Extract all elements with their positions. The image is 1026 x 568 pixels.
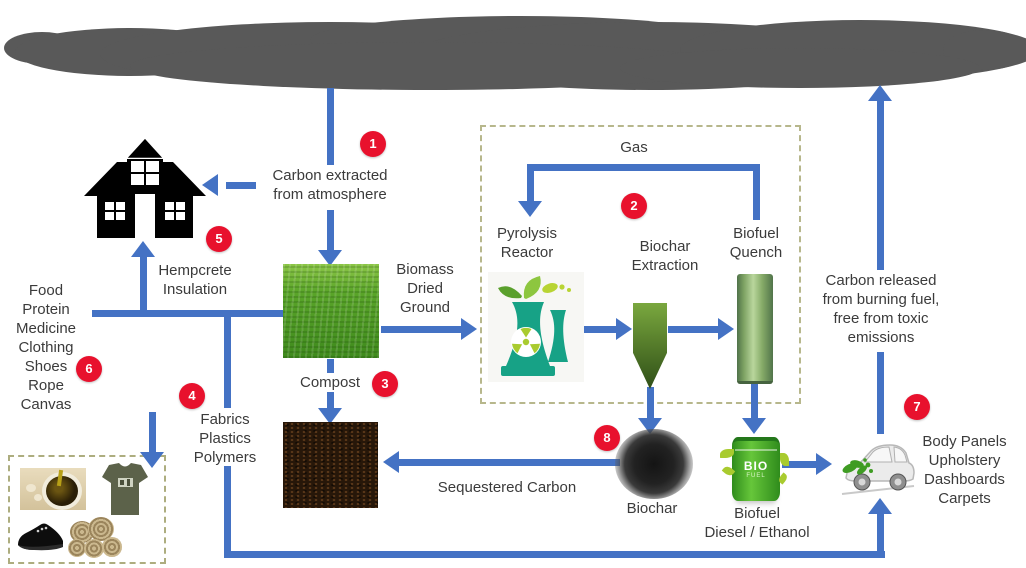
label-hemp-products: Food Protein Medicine Clothing Shoes Rop… [15,282,77,413]
arrow-funnel-to-cylinder-line [668,326,718,333]
leaf-icon [720,449,734,458]
arrow-car-to-cloud-head [868,85,892,101]
arrow-reactor-to-funnel-head [616,318,632,340]
arrow-cloud-to-field-line1 [327,88,334,165]
arrow-reactor-to-funnel-line [584,326,616,333]
label-biochar-extraction: Biochar Extraction [631,238,699,274]
arrow-canvas-down-head [140,452,164,468]
loop-to-car-head [868,498,892,514]
arrow-compost-line2 [327,392,334,408]
label-sequestered-carbon: Sequestered Carbon [437,479,577,496]
step-badge-6: 6 [76,356,102,382]
arrow-car-to-cloud-line1 [877,100,884,270]
step-badge-5: 5 [206,226,232,252]
arrow-barrel-to-car-head [816,453,832,475]
label-biomass-dried-ground: Biomass Dried Ground [396,261,454,316]
loop-bottom-horizontal [224,551,885,558]
gas-loop-group-box [480,125,801,404]
label-carbon-released: Carbon released from burning fuel, free … [804,271,958,347]
line-fabrics-branch-upper [224,310,231,408]
arrow-cylinder-to-barrel-head [742,418,766,434]
arrow-canvas-down-line [149,412,156,452]
step-badge-4: 4 [179,383,205,409]
arrow-field-to-reactor-head [461,318,477,340]
hemp-field-photo [283,264,379,358]
gas-loop-horizontal [527,164,760,171]
biofuel-barrel-subtext: FUEL [746,473,766,479]
gas-loop-head [518,201,542,217]
label-compost: Compost [299,374,361,391]
hemp-shoe-photo [16,519,66,558]
label-biofuel-diesel-ethanol: Biofuel Diesel / Ethanol [704,505,810,541]
pyrolysis-reactor-icon [488,272,584,382]
atmosphere-cloud-icon [0,6,1026,92]
biofuel-quench-cylinder-icon [737,274,773,384]
leaf-icon [780,453,789,466]
step-badge-1: 1 [360,131,386,157]
hemp-products-group-box [8,455,166,564]
hemp-oil-photo [20,468,86,510]
arrow-hempcrete-up-head [131,241,155,257]
step-badge-3: 3 [372,371,398,397]
soil-compost-photo [283,422,378,508]
arrow-funnel-to-cylinder-head [718,318,734,340]
biofuel-barrel-icon: BIO FUEL [720,437,789,501]
step-badge-8: 8 [594,425,620,451]
label-gas: Gas [620,139,648,156]
arrow-to-house-line [226,182,256,189]
arrow-cloud-to-field-line2 [327,210,334,250]
label-carbon-extracted: Carbon extracted from atmosphere [272,167,388,203]
arrow-cylinder-to-barrel-line [751,384,758,418]
arrow-compost-line1 [327,359,334,373]
label-biofuel-quench: Biofuel Quench [729,225,783,261]
hemp-tshirt-photo [101,463,149,522]
biochar-photo [615,429,693,499]
arrow-compost-head [318,408,342,424]
arrow-funnel-to-biochar-line [647,387,654,418]
step-badge-7: 7 [904,394,930,420]
hemp-rope-photo [68,517,124,559]
arrow-barrel-to-car-line [782,461,816,468]
gas-loop-left-vertical [527,171,534,201]
arrow-cloud-to-field-head [318,250,342,266]
arrow-field-to-reactor-line [381,326,461,333]
label-hempcrete-insulation: Hempcrete Insulation [158,262,232,298]
line-field-to-products [92,310,287,317]
arrow-to-house-head [202,174,218,196]
loop-fabrics-vertical-lower [224,466,231,558]
arrow-car-to-cloud-line2 [877,352,884,434]
house-icon [84,132,206,247]
arrow-sequestered-head [383,451,399,473]
arrow-hempcrete-up-line [140,256,147,313]
label-car-products: Body Panels Upholstery Dashboards Carpet… [922,433,1007,507]
loop-right-vertical [877,514,884,558]
arrow-sequestered-line [399,459,620,466]
gas-loop-right-vertical [753,171,760,220]
car-icon [840,434,916,505]
biofuel-barrel-text: BIO [743,459,769,473]
label-biochar: Biochar [626,500,678,517]
label-fabrics-plastics-polymers: Fabrics Plastics Polymers [193,411,257,466]
label-pyrolysis-reactor: Pyrolysis Reactor [496,225,557,261]
step-badge-2: 2 [621,193,647,219]
